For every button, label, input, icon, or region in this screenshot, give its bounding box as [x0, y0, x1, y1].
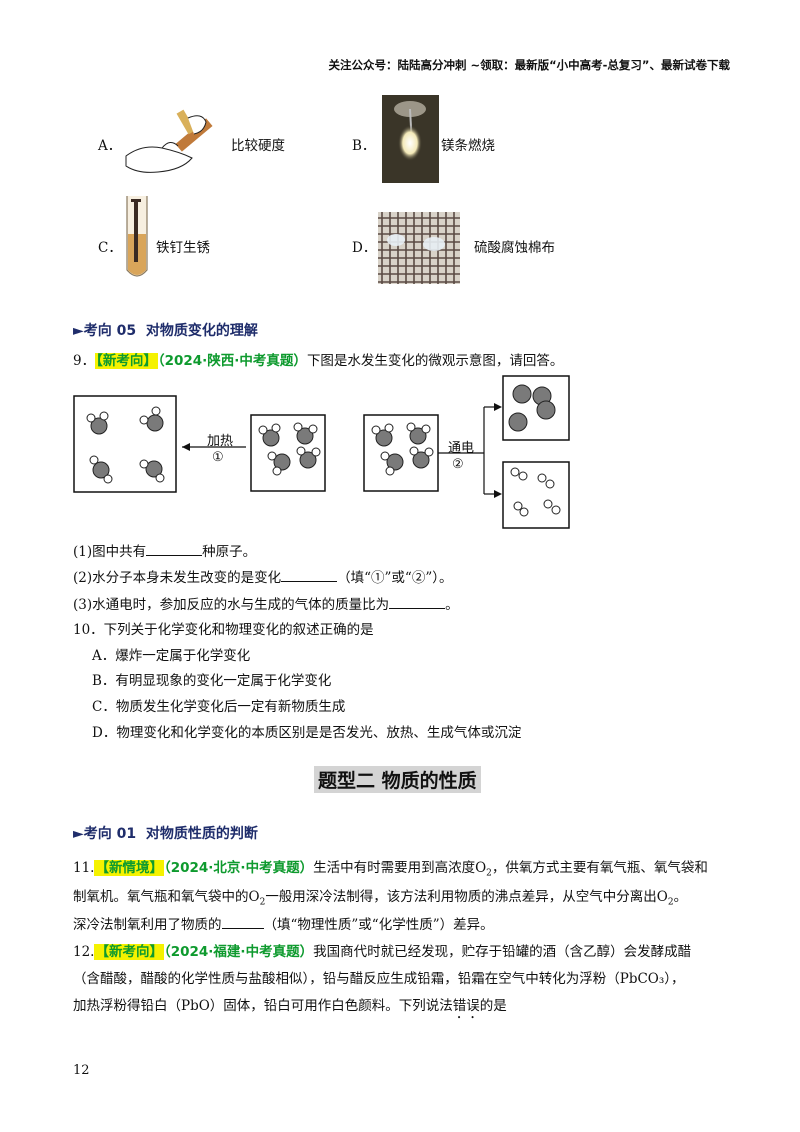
q9-sub3-post: 。 — [445, 597, 459, 613]
option-a-letter: A． — [98, 138, 122, 154]
q9-sub1-post: 种原子。 — [202, 544, 257, 560]
q11-line2-sub2: 2 — [667, 897, 674, 908]
q9-sub3: (3)水通电时，参加反应的水与生成的气体的质量比为 。 — [73, 593, 459, 613]
q10-option-a[interactable]: A．爆炸一定属于化学变化 — [92, 648, 251, 664]
q12-line1: 12.【新考向】（2024·福建·中考真题）我国商代时就已经发现，贮存于铅罐的酒… — [73, 940, 691, 960]
q9-tag: 【新考向】 — [95, 353, 158, 369]
q11-number: 11. — [73, 860, 95, 876]
section-arrow-icon: ► — [73, 323, 84, 339]
q10-stem: 10．下列关于化学变化和物理变化的叙述正确的是 — [73, 622, 374, 638]
q9-sub3-pre: (3)水通电时，参加反应的水与生成的气体的质量比为 — [73, 597, 390, 613]
q9-sub2-pre: (2)水分子本身未发生改变的是变化 — [73, 570, 282, 586]
section-heading-05: ►考向 05 对物质变化的理解 — [73, 320, 258, 340]
q12-number: 12. — [73, 944, 95, 960]
q11-line3-pre: 深冷法制氧利用了物质的 — [73, 917, 222, 933]
page-header: 关注公众号：陆陆高分冲刺 ~领取：最新版“小中高考-总复习”、最新试卷下载 — [328, 58, 730, 72]
q9-source: （2024·陕西·中考真题） — [157, 353, 307, 369]
option-d-caption: 硫酸腐蚀棉布 — [474, 240, 555, 256]
q11-line2-a: 制氧机。氧气瓶和氧气袋中的O — [73, 889, 260, 905]
q10-option-b[interactable]: B．有明显现象的变化一定属于化学变化 — [92, 673, 332, 689]
q9-sub1-blank[interactable] — [146, 544, 203, 556]
box-oxygen — [502, 375, 570, 441]
q11-source: （2024·北京·中考真题） — [163, 860, 314, 876]
copper-scratch-photo-icon — [122, 108, 228, 180]
q11-line3-post: （填“物理性质”或“化学性质”）差异。 — [263, 917, 494, 933]
q9-text: 下图是水发生变化的微观示意图，请回答。 — [306, 353, 564, 369]
option-d-letter: D． — [352, 240, 377, 256]
question-type-title: 题型二 物质的性质 — [314, 766, 481, 793]
q11-line3: 深冷法制氧利用了物质的 （填“物理性质”或“化学性质”）差异。 — [73, 913, 494, 933]
electrolysis-num: ② — [452, 457, 464, 472]
option-a-caption: 比较硬度 — [231, 138, 285, 154]
section-heading-01: ►考向 01 对物质性质的判断 — [73, 823, 258, 843]
section-arrow-icon: ► — [73, 826, 84, 842]
q10-option-c[interactable]: C．物质发生化学变化后一定有新物质生成 — [92, 699, 346, 715]
q9-sub2: (2)水分子本身未发生改变的是变化 （填“①”或“②”）。 — [73, 566, 452, 586]
acid-cloth-photo-icon — [378, 212, 460, 284]
q12-source: （2024·福建·中考真题） — [163, 944, 314, 960]
q9-stem: 9．【新考向】（2024·陕西·中考真题）下图是水发生变化的微观示意图，请回答。 — [73, 349, 563, 369]
q11-line2-end: 。 — [673, 889, 688, 905]
q12-line3: 加热浮粉得铅白（PbO）固体，铅白可用作白色颜料。下列说法错误的是 — [73, 994, 507, 1022]
q11-line1-sub: 2 — [486, 868, 492, 879]
q11-tag: 【新情境】 — [94, 860, 164, 876]
magnesium-burning-photo-icon — [382, 95, 439, 183]
section-title: 对物质性质的判断 — [145, 826, 258, 842]
q10-option-d[interactable]: D．物理变化和化学变化的本质区别是是否发光、放热、生成气体或沉淀 — [92, 725, 522, 741]
q9-sub2-post: （填“①”或“②”）。 — [337, 570, 453, 586]
q9-sub2-blank[interactable] — [281, 570, 338, 582]
q12-tag: 【新考向】 — [94, 944, 164, 960]
q11-line2-b: 一般用深冷法制得，该方法利用物质的沸点差异，从空气中分离出O — [265, 889, 668, 905]
heat-label: 加热 — [207, 434, 234, 449]
q11-line1-text: 生活中有时需要用到高浓度O — [313, 860, 487, 876]
q11-blank[interactable] — [221, 917, 264, 929]
rusting-nail-tube-photo-icon — [121, 194, 153, 282]
q11-line2: 制氧机。氧气瓶和氧气袋中的O2一般用深冷法制得，该方法利用物质的沸点差异，从空气… — [73, 885, 687, 908]
q9-sub1: (1)图中共有 种原子。 — [73, 540, 256, 560]
q9-sub1-pre: (1)图中共有 — [73, 544, 147, 560]
q12-line1-text: 我国商代时就已经发现，贮存于铅罐的酒（含乙醇）会发酵成醋 — [313, 944, 692, 960]
page-number: 12 — [73, 1063, 90, 1078]
section-title: 对物质变化的理解 — [145, 323, 258, 339]
q12-emphasis: 错误 — [452, 998, 480, 1014]
section-label: 考向 01 — [83, 826, 137, 842]
q11-line1: 11.【新情境】（2024·北京·中考真题）生活中有时需要用到高浓度O2，供氧方… — [73, 856, 708, 879]
q12-line3-pre: 加热浮粉得铅白（PbO）固体，铅白可用作白色颜料。下列说法 — [73, 998, 453, 1014]
q11-line1-end: ，供氧方式主要有氧气瓶、氧气袋和 — [491, 860, 708, 876]
electrolysis-label: 通电 — [448, 441, 475, 456]
option-b-caption: 镁条燃烧 — [441, 138, 495, 154]
q12-line2: （含醋酸，醋酸的化学性质与盐酸相似），铅与醋反应生成铅霜，铅霜在空气中转化为浮粉… — [73, 971, 685, 987]
q11-line2-sub: 2 — [259, 897, 266, 908]
water-molecule-diagram: 加热 ① 通电 ② — [72, 374, 572, 532]
section-label: 考向 05 — [83, 323, 137, 339]
heat-num: ① — [212, 450, 224, 465]
option-c-caption: 铁钉生锈 — [156, 240, 210, 256]
option-c-letter: C． — [98, 240, 122, 256]
q9-sub3-blank[interactable] — [389, 597, 446, 609]
q12-line3-post: 的是 — [479, 998, 507, 1014]
option-b-letter: B． — [352, 138, 376, 154]
q9-number: 9． — [73, 353, 96, 369]
